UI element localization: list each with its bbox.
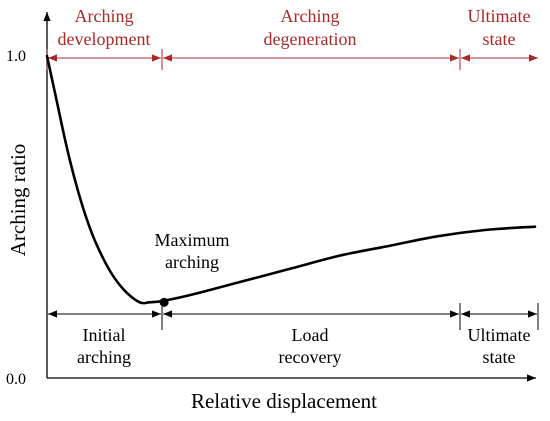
top-phase-ultimate-line2: state — [483, 29, 516, 49]
top-phase-ultimate-line1: Ultimate — [468, 6, 531, 26]
bottom-phase-initial-line2: arching — [77, 347, 131, 367]
annotation-line2: arching — [165, 252, 219, 272]
y-tick-label-bottom: 0.0 — [6, 371, 26, 388]
bottom-phase-recovery-line1: Load — [292, 325, 329, 345]
annotation-line1: Maximum — [155, 230, 230, 250]
top-phase-development-line2: development — [58, 29, 151, 49]
bottom-phase-ultimate-line2: state — [483, 347, 516, 367]
arching-ratio-curve — [45, 54, 537, 305]
y-axis-label: Arching ratio — [6, 144, 30, 257]
top-phase-degeneration-line1: Arching — [281, 6, 340, 26]
x-axis-label: Relative displacement — [191, 389, 377, 413]
bottom-phase-initial-line1: Initial — [83, 325, 126, 345]
y-tick-label-top: 1.0 — [6, 48, 26, 65]
top-phase-development-line1: Arching — [75, 6, 134, 26]
bottom-phase-recovery-line2: recovery — [279, 347, 342, 367]
bottom-phase-ultimate-line1: Ultimate — [468, 325, 531, 345]
top-phase-degeneration-line2: degeneration — [264, 29, 357, 49]
maximum-arching-point — [159, 297, 169, 307]
